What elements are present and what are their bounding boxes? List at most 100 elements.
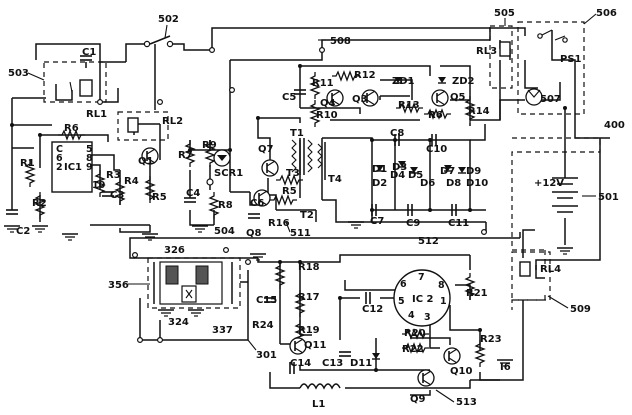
c14-label: C14 [290, 358, 311, 369]
t1-label: T1 [290, 128, 304, 139]
ic1-pin-2: 2 [56, 162, 63, 173]
ic2-pin-5: 5 [398, 296, 405, 307]
terminals [10, 46, 567, 372]
r19-label: R19 [298, 325, 320, 336]
r6-mid-label: R6 [428, 110, 443, 121]
r10-label: R10 [316, 110, 338, 121]
ref-337-label: 337 [212, 325, 233, 336]
ref-506-label: 506 [596, 8, 617, 19]
d7-label: D7 [440, 166, 455, 177]
ic1-pin-c: C [56, 144, 63, 155]
rl4-label: RL4 [540, 264, 561, 275]
r16-label: R16 [268, 218, 290, 229]
ic1-pin-6: 6 [56, 153, 63, 164]
ic1-pin-10: 10 [92, 180, 106, 191]
ref-512-label: 512 [418, 236, 439, 247]
ic2-pin-7: 7 [418, 272, 425, 283]
display-block: 326 356 324 337 301 [108, 245, 277, 361]
q7-label: Q7 [258, 144, 274, 155]
rl3-label: RL3 [476, 46, 497, 57]
d11-label: D11 [350, 358, 372, 369]
c4-label: C4 [186, 188, 200, 199]
switch-502: 502 [143, 14, 179, 48]
battery-voltage-label: +12V [534, 178, 564, 189]
r3-label: R3 [106, 170, 121, 181]
i6-label: I6 [500, 362, 511, 373]
relay-rl4-block: RL4 509 [511, 251, 591, 315]
ic1-pin-5: 5 [86, 144, 93, 155]
ref-513-label: 513 [456, 397, 477, 408]
c1-label: C1 [82, 47, 96, 58]
ref-503-label: 503 [8, 68, 29, 79]
c2-label: C2 [16, 226, 30, 237]
ref-501-label: 501 [598, 192, 619, 203]
ic1-label: IC1 [64, 162, 82, 173]
converter-stage-block: Q7 Q8 C6 R16 T1 T3 R5 T2 T4 511 [246, 128, 342, 239]
ic2-pin-3: 3 [424, 312, 431, 323]
q3-label: Q3 [352, 94, 368, 105]
ic2-pin-4: 4 [408, 310, 415, 321]
r8-label: R8 [218, 200, 233, 211]
zd2-label: ZD2 [452, 76, 475, 87]
q8-label: Q8 [246, 228, 262, 239]
rl2-label: RL2 [162, 116, 183, 127]
c10-label: C10 [426, 144, 447, 155]
ref-324-label: 324 [168, 317, 189, 328]
c13-label: C13 [322, 358, 343, 369]
r6-left-label: R6 [64, 123, 79, 134]
l1-label: L1 [312, 399, 325, 410]
d10-label: D10 [466, 178, 488, 189]
r21-label: R21 [466, 288, 488, 299]
c12-label: C12 [362, 304, 383, 315]
q4-label: Q4 [320, 98, 336, 109]
ic2-pin-6: 6 [400, 279, 407, 290]
ic2-label: IC 2 [412, 294, 434, 305]
r1-label: R1 [20, 158, 35, 169]
ref-326-label: 326 [164, 245, 185, 256]
relay-rl3-ps1-block: RL3 505 506 PS1 507 400 [476, 8, 625, 131]
ref-301-label: 301 [256, 350, 277, 361]
c5-label: C5 [282, 92, 296, 103]
ps1-label: PS1 [560, 54, 582, 65]
ref-356-label: 356 [108, 280, 129, 291]
battery-501-block: +12V 501 [534, 177, 619, 255]
r12-label: R12 [354, 70, 376, 81]
relay-rl2-block: RL2 [117, 111, 183, 141]
q5-label: Q5 [450, 92, 466, 103]
d1-label: D1 [372, 164, 387, 175]
r17-label: R17 [298, 292, 320, 303]
q10-label: Q10 [450, 366, 472, 377]
c11-label: C11 [448, 218, 469, 229]
ref-511-label: 511 [290, 228, 311, 239]
r4-label: R4 [124, 176, 139, 187]
rl1-label: RL1 [86, 109, 107, 120]
ref-400-label: 400 [604, 120, 625, 131]
zd1-label: ZD1 [392, 76, 415, 87]
c8-label: C8 [390, 128, 404, 139]
d2-label: D2 [372, 178, 387, 189]
r14-label: R14 [468, 106, 490, 117]
timer-ic2-block: R18 C15 R17 R24 R19 Q11 C14 C13 D11 C12 … [249, 253, 514, 410]
q9-label: Q9 [410, 394, 426, 405]
scr-trigger-504-block: R7 R9 SCR1 R8 C4 504 [178, 139, 243, 237]
q1-label: Q1 [138, 156, 154, 167]
t3-label: T3 [286, 168, 300, 179]
r13-label: R13 [398, 100, 420, 111]
relay-rl1-block: C1 RL1 503 [8, 47, 107, 120]
scr1-label: SCR1 [214, 168, 243, 179]
d3-label: D3 [392, 162, 407, 173]
r9-label: R9 [202, 140, 217, 151]
t2-label: T2 [300, 210, 314, 221]
ref-507-label: 507 [540, 94, 561, 105]
c7-label: C7 [370, 216, 384, 227]
r5-mid-label: R5 [282, 186, 297, 197]
d6-label: D6 [420, 178, 435, 189]
ic2-pin-8: 8 [438, 280, 445, 291]
r23-label: R23 [480, 334, 502, 345]
r18-label: R18 [298, 262, 320, 273]
d5-label: D5 [408, 170, 423, 181]
r24-label: R24 [252, 320, 274, 331]
d8-label: D8 [446, 178, 461, 189]
d9-label: D9 [466, 166, 481, 177]
